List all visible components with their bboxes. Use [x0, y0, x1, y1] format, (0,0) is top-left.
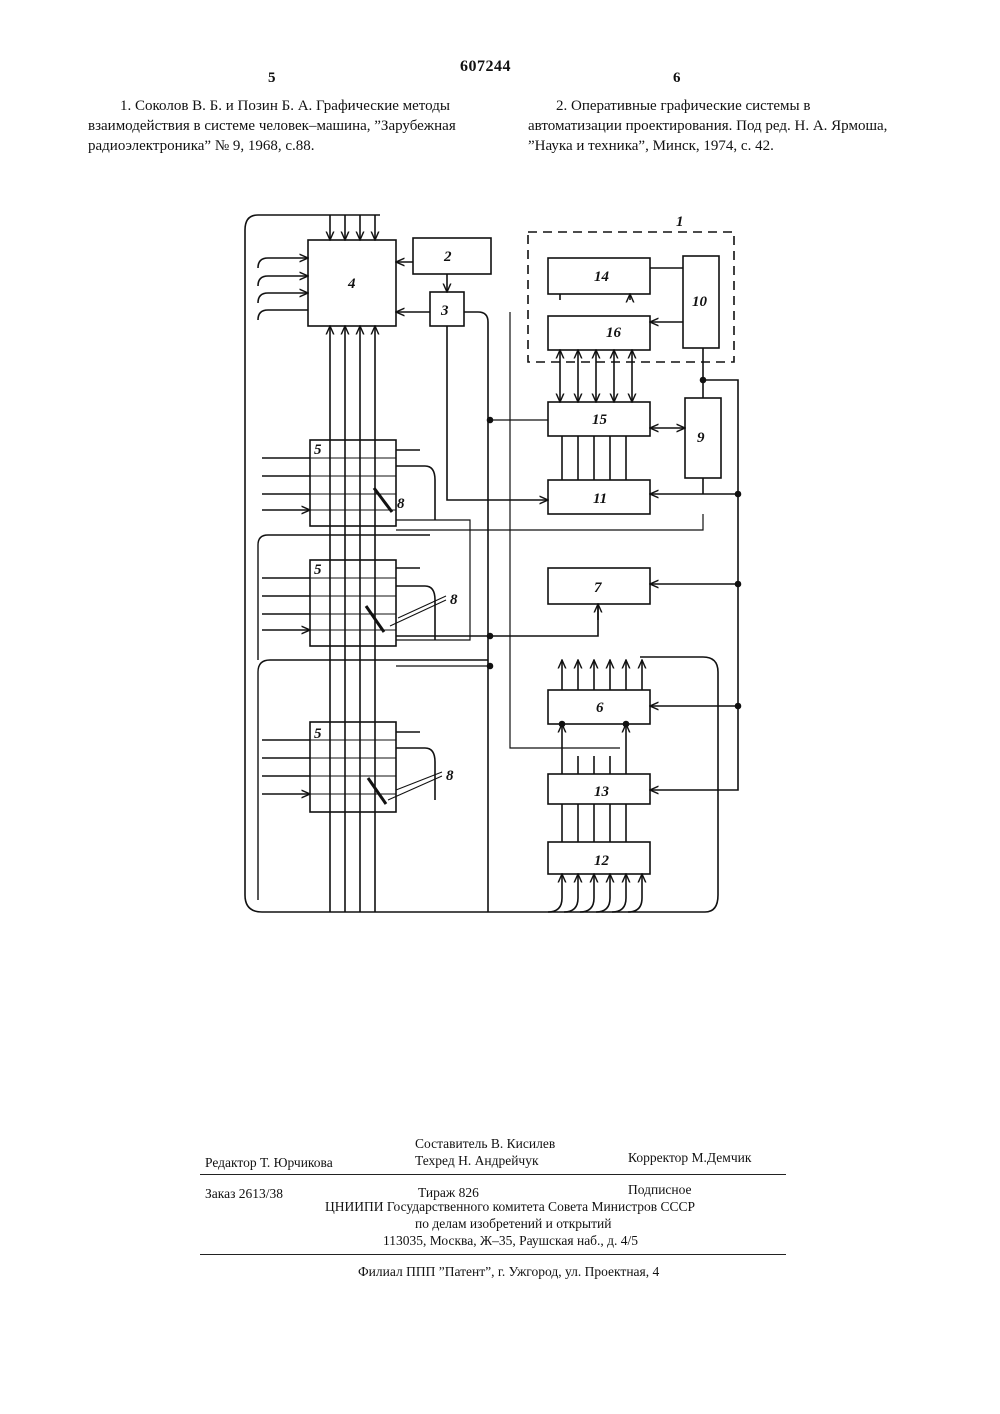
label-block-13: 13 [594, 784, 610, 800]
bus-15-11 [562, 436, 626, 480]
label-8-bottom: 8 [446, 768, 454, 784]
order: Заказ 2613/38 [205, 1186, 283, 1202]
block-5-bottom [262, 722, 435, 812]
bus-16-15 [560, 350, 632, 402]
label-block-10: 10 [692, 294, 708, 310]
bus-into-block-4 [330, 215, 375, 240]
label-block-12: 12 [594, 853, 610, 869]
right-column-number: 6 [673, 70, 681, 87]
label-block-9: 9 [697, 430, 705, 446]
left-outputs-block-4 [258, 258, 308, 320]
reference-2: 2. Оперативные графические системы в авт… [528, 96, 898, 156]
org-line-1: ЦНИИПИ Государственного комитета Совета … [325, 1199, 695, 1215]
label-block-15: 15 [592, 412, 608, 428]
label-block-6: 6 [596, 700, 604, 716]
vertical-bus [330, 326, 375, 912]
subscription: Подписное [628, 1182, 692, 1198]
label-unit-1: 1 [676, 214, 684, 230]
patent-number: 607244 [460, 58, 511, 76]
divider-2 [200, 1254, 786, 1255]
label-block-14: 14 [594, 269, 610, 285]
label-block-3: 3 [440, 303, 449, 319]
branch: Филиал ППП ”Патент”, г. Ужгород, ул. Про… [358, 1264, 659, 1280]
label-block-5-middle: 5 [314, 562, 322, 578]
org-line-2: по делам изобретений и открытий [415, 1216, 611, 1232]
bus-12-13 [562, 804, 626, 842]
label-block-5-top: 5 [314, 442, 322, 458]
block-diagram: 4 2 3 1 14 16 10 15 9 11 7 6 13 12 5 5 5… [230, 205, 760, 930]
label-block-7: 7 [594, 580, 602, 596]
label-block-11: 11 [593, 491, 607, 507]
editor: Редактор Т. Юрчикова [205, 1155, 333, 1171]
techred: Техред Н. Андрейчук [415, 1153, 539, 1169]
outputs-block-6 [562, 660, 642, 690]
label-block-2: 2 [443, 249, 452, 265]
corrector: Корректор М.Демчик [628, 1150, 751, 1166]
reference-1: 1. Соколов В. Б. и Позин Б. А. Графическ… [88, 96, 458, 156]
label-8-middle: 8 [450, 592, 458, 608]
bus-13-6 [562, 724, 626, 774]
org-address: 113035, Москва, Ж–35, Раушская наб., д. … [383, 1233, 638, 1249]
block-2 [413, 238, 491, 274]
compiler: Составитель В. Кисилев [415, 1136, 555, 1152]
label-block-4: 4 [347, 276, 356, 292]
block-5-top [262, 440, 435, 526]
divider-1 [200, 1174, 786, 1175]
left-column-number: 5 [268, 70, 276, 87]
outer-bus-left [245, 215, 480, 912]
label-block-16: 16 [606, 325, 622, 341]
block-5-middle [262, 560, 435, 646]
label-8-top: 8 [397, 496, 405, 512]
label-block-5-bottom: 5 [314, 726, 322, 742]
block-16 [548, 316, 650, 350]
inputs-block-12 [548, 874, 642, 912]
